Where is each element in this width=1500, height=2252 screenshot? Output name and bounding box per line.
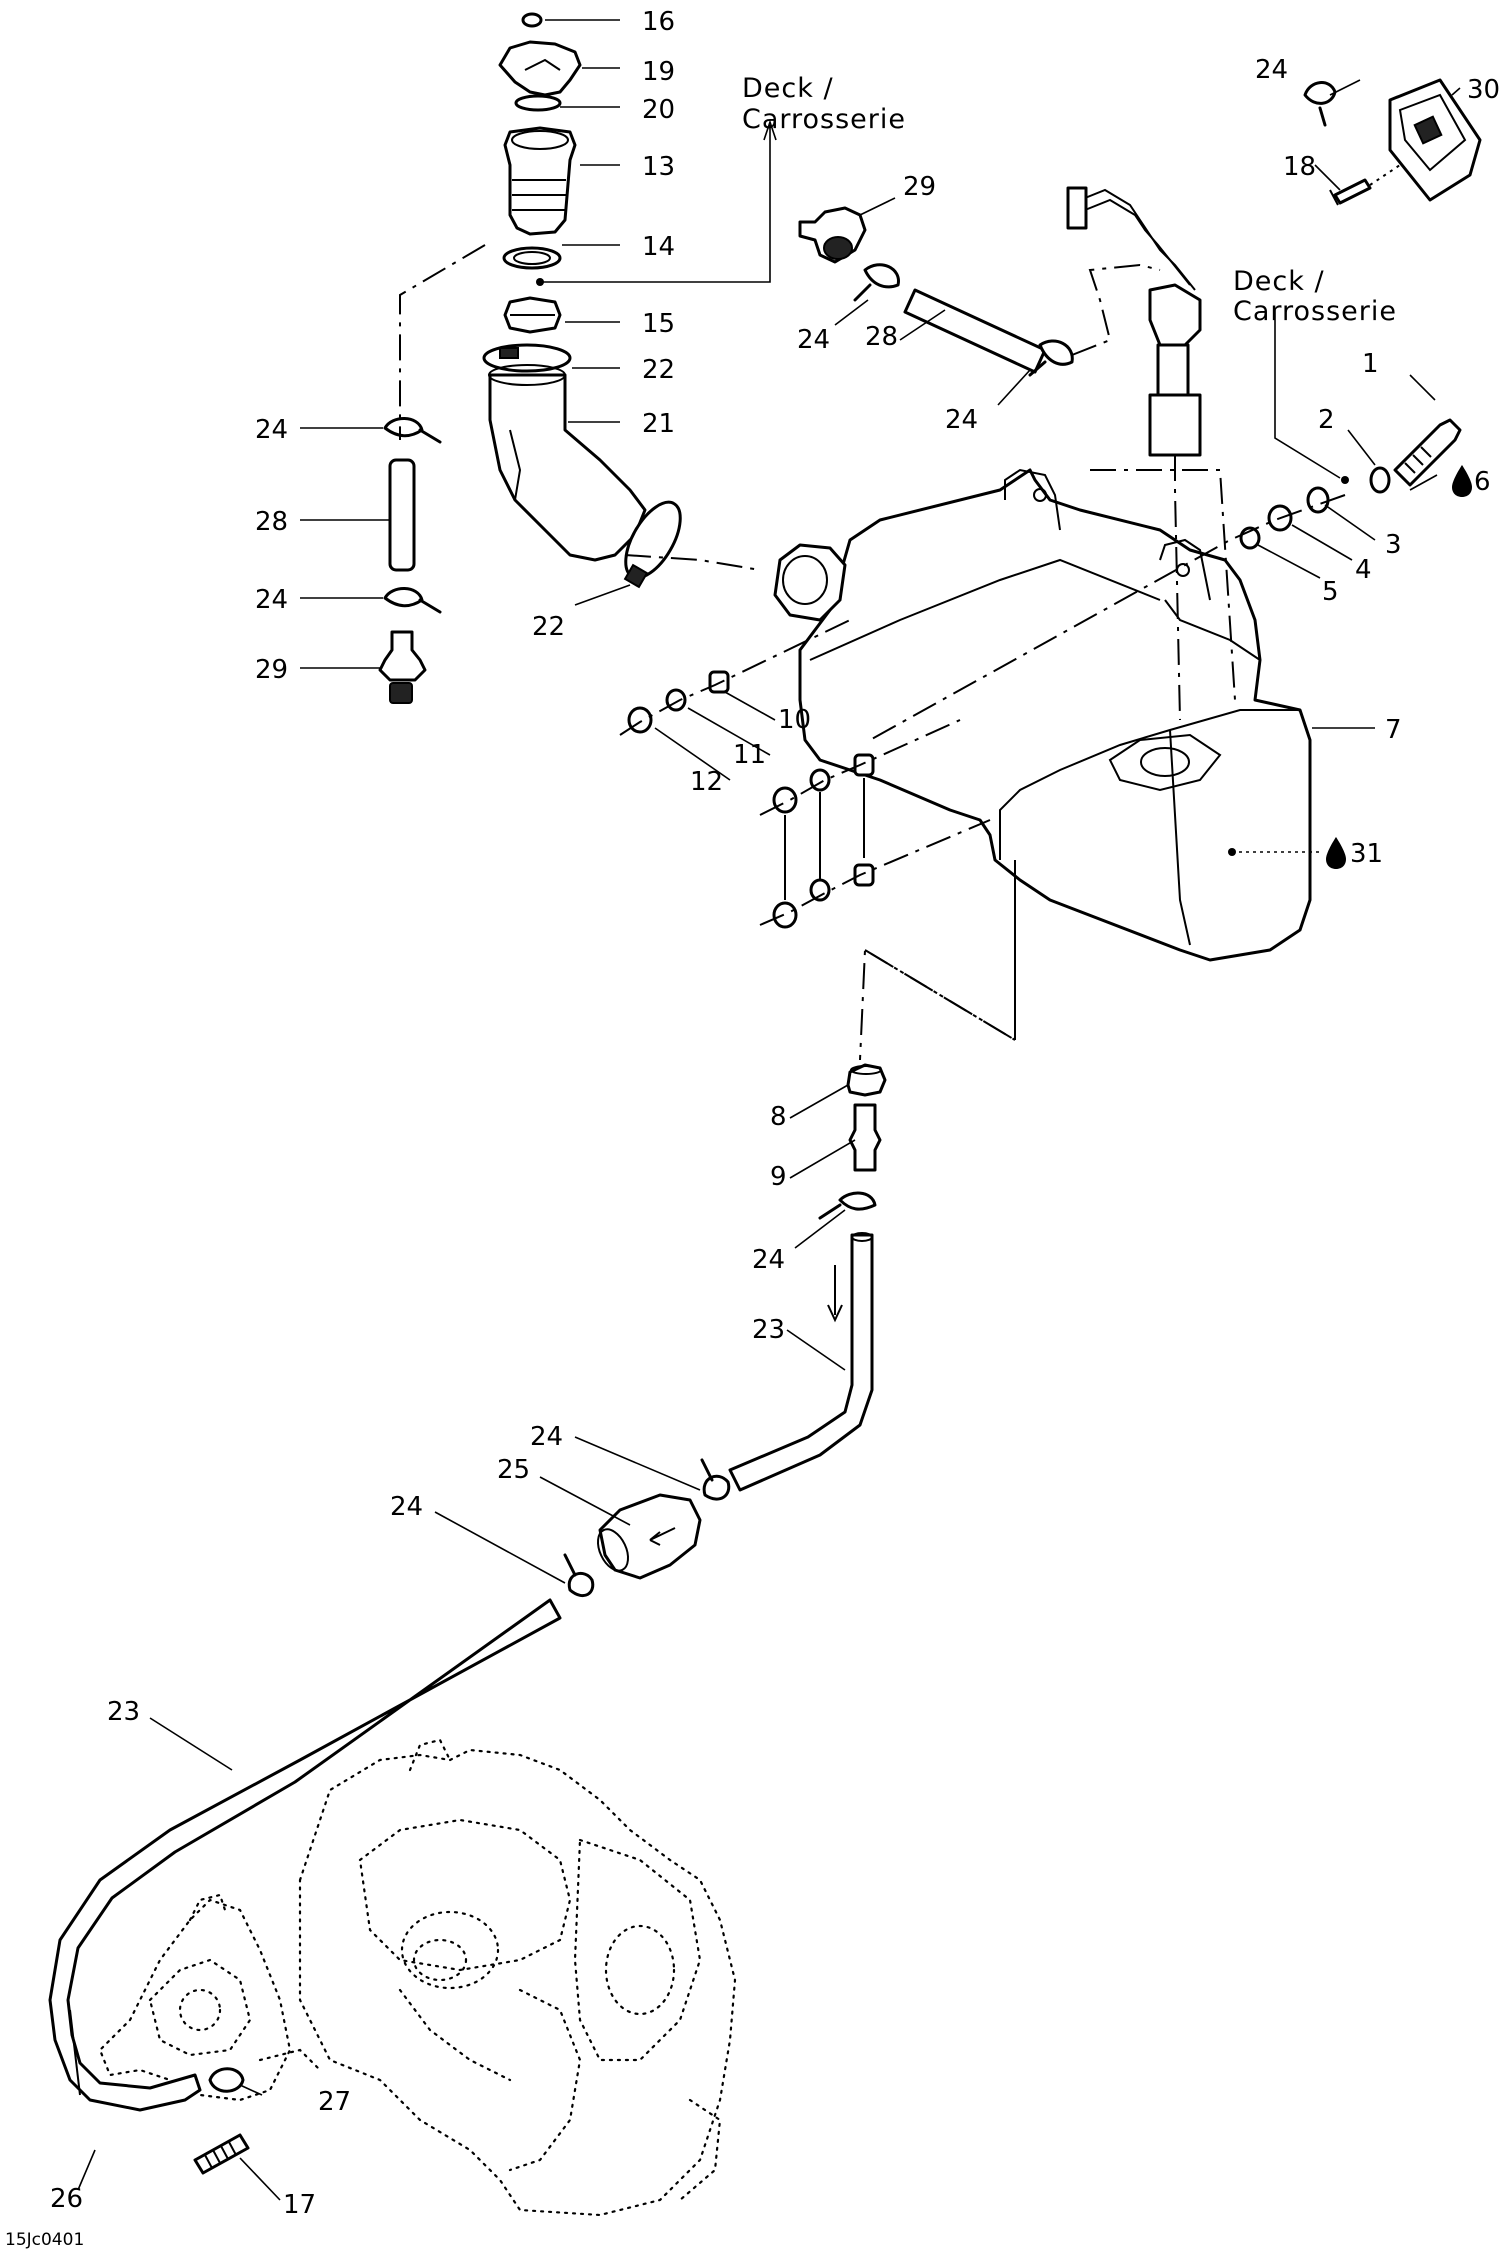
- assembly-lines: [399, 244, 1016, 1061]
- fuel-filter-25: [598, 1493, 702, 1580]
- hose-28-right: [903, 288, 1047, 374]
- washer-11-c: [809, 878, 831, 902]
- check-valve-29-left: [378, 630, 427, 682]
- image-code: 15Jc0401: [5, 2230, 84, 2250]
- callout-3: 3: [1385, 530, 1402, 560]
- callout-29-left: 29: [255, 655, 288, 685]
- spring-17: [193, 2133, 250, 2175]
- callout-24-line-bottom: 24: [390, 1492, 423, 1522]
- callout-24-left-bottom: 24: [255, 585, 288, 615]
- clamp-24-line-top: [818, 1191, 877, 1220]
- engine-outline: [98, 1738, 737, 2217]
- rivet-18: [1333, 178, 1372, 205]
- cap-plug-16: [521, 12, 543, 28]
- callout-16: 16: [642, 7, 675, 37]
- right-vent-hose-assembly: [798, 206, 1161, 377]
- clamp-24-line-mid: [700, 1458, 731, 1501]
- oil-drop-icon: [1326, 837, 1346, 869]
- callout-19: 19: [642, 57, 675, 87]
- left-vent-hose-assembly: [378, 417, 442, 704]
- tank-hardware: [619, 418, 1462, 929]
- callout-30: 30: [1467, 75, 1500, 105]
- mount-base-30: [1388, 78, 1482, 202]
- carrosserie-label-left: Carrosserie: [742, 104, 906, 135]
- callout-1: 1: [1362, 349, 1379, 379]
- callout-28-left: 28: [255, 507, 288, 537]
- callout-22-top: 22: [642, 355, 675, 385]
- carrosserie-label-right: Carrosserie: [1233, 296, 1397, 327]
- callout-11: 11: [733, 740, 766, 770]
- leader-lines: [77, 19, 1461, 2201]
- filler-cap-19: [498, 40, 582, 97]
- callout-23-lower: 23: [107, 1697, 140, 1727]
- o-ring-20: [514, 94, 562, 112]
- clamp-24-left-bottom: [383, 587, 442, 614]
- callout-12: 12: [690, 767, 723, 797]
- fuel-tank: [773, 468, 1312, 962]
- callout-4: 4: [1355, 555, 1372, 585]
- clamp-24-right-upper: [853, 263, 900, 302]
- strap-mount-assembly: [1303, 78, 1482, 206]
- deck-label-right: Deck /: [1233, 266, 1325, 297]
- callout-27: 27: [318, 2087, 351, 2117]
- fuel-hose-23-lower: [48, 1598, 562, 2112]
- filler-hose-21: [488, 373, 647, 562]
- callout-10: 10: [778, 705, 811, 735]
- callout-8: 8: [770, 1102, 787, 1132]
- callout-24-right-upper: 24: [797, 325, 830, 355]
- deck-label-left: Deck /: [742, 73, 834, 104]
- callout-24-left-top: 24: [255, 415, 288, 445]
- gasket-14: [502, 246, 562, 270]
- clamp-22-top: [482, 343, 572, 373]
- callout-21: 21: [642, 409, 675, 439]
- callout-7: 7: [1385, 715, 1402, 745]
- spacer-10-b: [853, 753, 875, 777]
- grommet-8: [846, 1063, 887, 1097]
- callout-9: 9: [770, 1162, 787, 1192]
- clamp-24-right-lower: [1028, 339, 1074, 377]
- nut-12-b: [772, 786, 798, 814]
- clamp-24-left-top: [383, 417, 442, 444]
- callout-29-right: 29: [903, 172, 936, 202]
- fitting-9: [848, 1103, 882, 1172]
- hose-28-left: [388, 458, 416, 572]
- clamp-24-line-bottom: [563, 1553, 595, 1598]
- callout-5: 5: [1322, 577, 1339, 607]
- callout-24-top-right: 24: [1255, 55, 1288, 85]
- spacer-10-c: [853, 863, 875, 887]
- callout-28-right: 28: [865, 322, 898, 352]
- lock-washer-2: [1369, 466, 1391, 494]
- callout-2: 2: [1318, 405, 1335, 435]
- oil-drop-icon: [1452, 465, 1472, 497]
- fuel-hose-23-upper: [728, 1233, 874, 1492]
- callout-18: 18: [1283, 152, 1316, 182]
- filler-cap-assembly: [482, 12, 682, 589]
- callout-17: 17: [283, 2190, 316, 2220]
- callout-23-upper: 23: [752, 1315, 785, 1345]
- clamp-27: [208, 2067, 245, 2093]
- callout-25: 25: [497, 1455, 530, 1485]
- callout-15: 15: [642, 309, 675, 339]
- callout-22-bottom: 22: [532, 612, 565, 642]
- nut-12-a: [627, 706, 653, 734]
- callout-31: 31: [1350, 839, 1383, 869]
- callout-24-line-top: 24: [752, 1245, 785, 1275]
- strap-24-top: [1303, 81, 1337, 127]
- nut-12-c: [772, 901, 798, 929]
- callout-26: 26: [50, 2184, 83, 2214]
- callout-6: 6: [1474, 467, 1491, 497]
- callout-14: 14: [642, 232, 675, 262]
- washer-3: [1306, 486, 1330, 514]
- callout-24-line-mid: 24: [530, 1422, 563, 1452]
- callout-24-right-lower: 24: [945, 405, 978, 435]
- callout-13: 13: [642, 152, 675, 182]
- fuel-level-sender: [1066, 186, 1236, 721]
- callout-numbers: 16 19 20 13 14 15 22 21 22 24 28 24 29 2…: [50, 7, 1500, 2220]
- callout-20: 20: [642, 95, 675, 125]
- fuel-supply-line: [48, 1063, 887, 2175]
